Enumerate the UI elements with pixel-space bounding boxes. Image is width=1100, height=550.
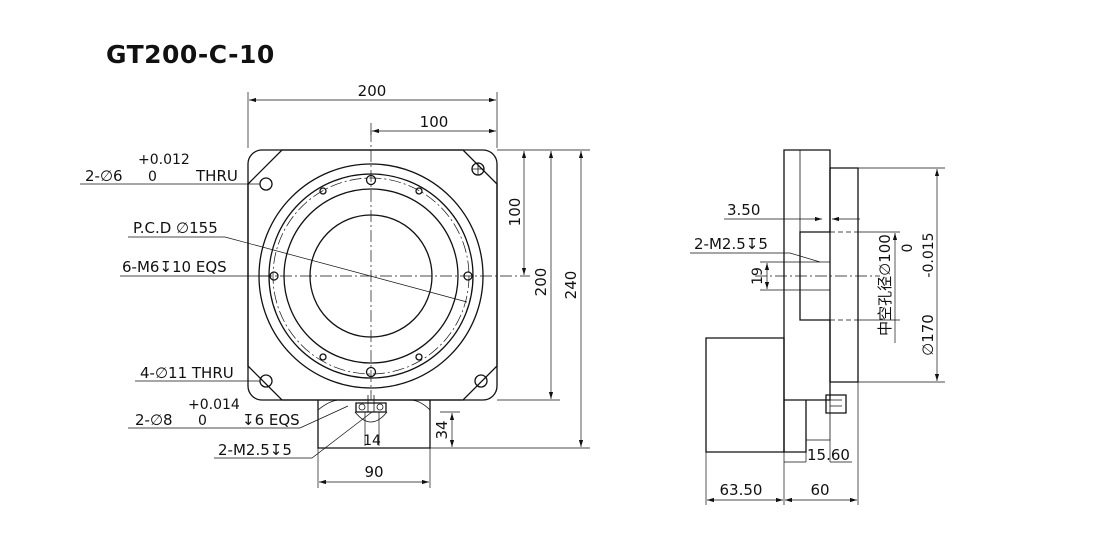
callout-outer-tol-lower: -0.015 <box>921 232 937 277</box>
corner-holes <box>259 162 488 388</box>
callout-hole-6: 2-∅6 <box>85 167 123 185</box>
callout-outer-dia: ∅170 <box>919 314 937 356</box>
dim-tab-34: 34 <box>433 420 451 439</box>
callout-m6: 6-M6↧10 EQS <box>122 258 227 276</box>
dim-overall-240: 240 <box>562 271 580 300</box>
dim-side-19: 19 <box>750 267 766 285</box>
side-turntable <box>829 167 859 383</box>
callout-hole-11: 4-∅11 THRU <box>140 364 234 382</box>
front-view: 200 100 100 200 240 34 90 14 +0.012 2-∅6… <box>80 82 590 488</box>
callout-hole-6-suffix: THRU <box>195 167 238 185</box>
side-base-block <box>783 149 831 401</box>
dim-side-60: 60 <box>810 481 829 499</box>
side-view: 3.50 2-M2.5↧5 19 中空孔径∅100 ∅170 0 -0.015 … <box>690 149 945 505</box>
dim-half-100: 100 <box>420 113 449 131</box>
bottom-tab <box>317 400 431 449</box>
chamfered-plate-outline <box>247 149 498 401</box>
drawing-title: GT200-C-10 <box>106 40 275 69</box>
side-motor <box>705 337 785 453</box>
callout-hole-8: 2-∅8 <box>135 411 173 429</box>
callout-hole-8-tol-lower: 0 <box>198 413 207 429</box>
callout-hollow-bore: 中空孔径∅100 <box>876 234 894 336</box>
dim-side-63-50: 63.50 <box>720 481 763 499</box>
small-holes <box>319 187 423 361</box>
connector-detail <box>354 395 388 423</box>
callout-hole-8-suffix: ↧6 EQS <box>242 411 300 429</box>
callout-hole-6-tol-lower: 0 <box>148 169 157 185</box>
callout-hole-6-tol-upper: +0.012 <box>138 152 190 168</box>
dim-width-200: 200 <box>358 82 387 100</box>
dim-tab-90: 90 <box>364 463 383 481</box>
dim-side-3-50: 3.50 <box>727 201 760 219</box>
dim-slot-14: 14 <box>363 433 381 449</box>
callout-m25-side: 2-M2.5↧5 <box>694 235 768 253</box>
callout-hole-8-tol-upper: +0.014 <box>188 397 240 413</box>
dim-side-15-60: 15.60 <box>807 446 850 464</box>
callout-m25-front: 2-M2.5↧5 <box>218 441 292 459</box>
callout-pcd: P.C.D ∅155 <box>133 219 218 237</box>
dim-half-height-100: 100 <box>506 198 524 227</box>
dim-height-200: 200 <box>532 268 550 297</box>
callout-outer-tol-upper: 0 <box>900 244 916 253</box>
